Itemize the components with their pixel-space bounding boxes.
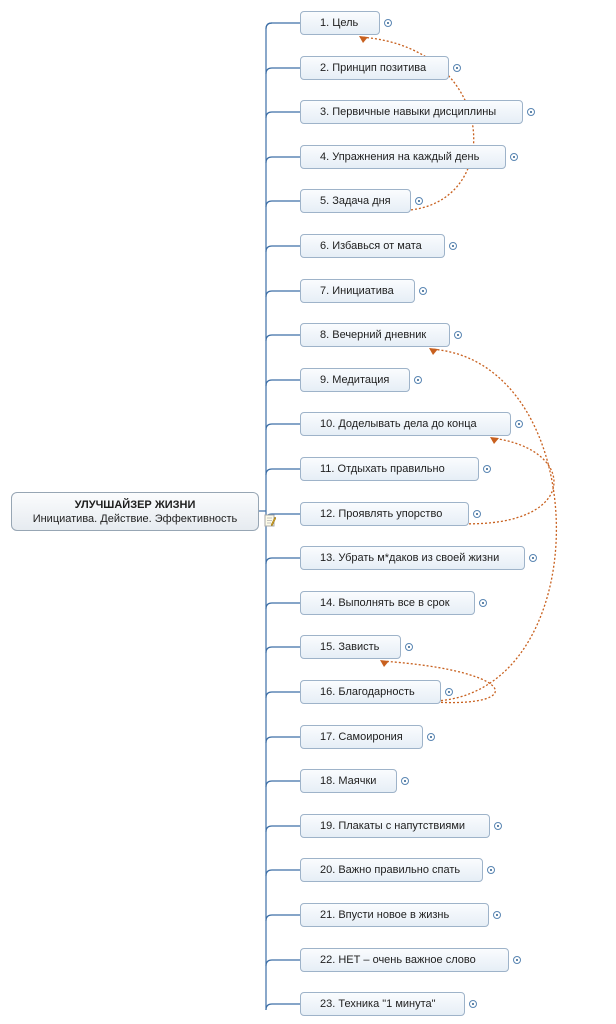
branch-line (265, 111, 300, 119)
relationship-arrow (420, 348, 557, 702)
branch-line (265, 1003, 300, 1011)
branch-line (265, 914, 300, 922)
branch-line (265, 468, 300, 476)
relationship-arrow (380, 660, 496, 704)
expand-12-icon[interactable] (473, 510, 481, 518)
subtopic-6[interactable]: 6. Избавься от мата (300, 234, 445, 258)
branch-line (265, 825, 300, 833)
expand-1-icon[interactable] (384, 19, 392, 27)
expand-5-icon[interactable] (415, 197, 423, 205)
branch-line (265, 869, 300, 877)
subtopic-1[interactable]: 1. Цель (300, 11, 380, 35)
subtopic-20[interactable]: 20. Важно правильно спать (300, 858, 483, 882)
expand-9-icon[interactable] (414, 376, 422, 384)
expand-13-icon[interactable] (529, 554, 537, 562)
subtopic-19[interactable]: 19. Плакаты с напутствиями (300, 814, 490, 838)
relationship-arrowhead (490, 437, 499, 444)
branch-line (265, 646, 300, 654)
expand-15-icon[interactable] (405, 643, 413, 651)
subtopic-15[interactable]: 15. Зависть (300, 635, 401, 659)
branch-line (265, 423, 300, 431)
expand-18-icon[interactable] (401, 777, 409, 785)
subtopic-13[interactable]: 13. Убрать м*даков из своей жизни (300, 546, 525, 570)
expand-22-icon[interactable] (513, 956, 521, 964)
subtopic-9[interactable]: 9. Медитация (300, 368, 410, 392)
relationship-arrowhead (429, 348, 438, 355)
relationship-arrow (448, 437, 555, 525)
expand-20-icon[interactable] (487, 866, 495, 874)
expand-11-icon[interactable] (483, 465, 491, 473)
branch-line (265, 780, 300, 788)
expand-16-icon[interactable] (445, 688, 453, 696)
subtopic-14[interactable]: 14. Выполнять все в срок (300, 591, 475, 615)
subtopic-2[interactable]: 2. Принцип позитива (300, 56, 449, 80)
branch-line (265, 379, 300, 387)
expand-2-icon[interactable] (453, 64, 461, 72)
branch-line (265, 200, 300, 208)
subtopic-22[interactable]: 22. НЕТ – очень важное слово (300, 948, 509, 972)
relationship-arrows (359, 36, 557, 704)
note-icon[interactable] (264, 514, 276, 527)
subtopic-10[interactable]: 10. Доделывать дела до конца (300, 412, 511, 436)
expand-7-icon[interactable] (419, 287, 427, 295)
subtopic-5[interactable]: 5. Задача дня (300, 189, 411, 213)
relationship-arrowhead (359, 36, 368, 43)
expand-4-icon[interactable] (510, 153, 518, 161)
relationship-arrowhead (380, 660, 389, 667)
subtopic-4[interactable]: 4. Упражнения на каждый день (300, 145, 506, 169)
subtopic-23[interactable]: 23. Техника "1 минута" (300, 992, 465, 1016)
branch-line (265, 67, 300, 75)
branch-line (265, 959, 300, 967)
expand-14-icon[interactable] (479, 599, 487, 607)
expand-19-icon[interactable] (494, 822, 502, 830)
expand-3-icon[interactable] (527, 108, 535, 116)
branch-trunk (265, 22, 273, 1010)
branch-line (265, 602, 300, 610)
subtopic-17[interactable]: 17. Самоирония (300, 725, 423, 749)
expand-21-icon[interactable] (493, 911, 501, 919)
subtopic-11[interactable]: 11. Отдыхать правильно (300, 457, 479, 481)
branch-line (265, 290, 300, 298)
branch-line (265, 156, 300, 164)
central-topic-title: УЛУЧШАЙЗЕР ЖИЗНИ (74, 498, 196, 511)
branch-line (265, 22, 300, 30)
subtopic-7[interactable]: 7. Инициатива (300, 279, 415, 303)
branch-line (265, 736, 300, 744)
expand-6-icon[interactable] (449, 242, 457, 250)
central-topic-subtitle: Инициатива. Действие. Эффективность (32, 512, 238, 525)
branch-line (265, 557, 300, 565)
branch-line (265, 691, 300, 699)
subtopic-3[interactable]: 3. Первичные навыки дисциплины (300, 100, 523, 124)
subtopic-18[interactable]: 18. Маячки (300, 769, 397, 793)
expand-17-icon[interactable] (427, 733, 435, 741)
central-topic[interactable]: УЛУЧШАЙЗЕР ЖИЗНИ Инициатива. Действие. Э… (11, 492, 259, 531)
branch-line (265, 245, 300, 253)
relationship-arrow (359, 36, 475, 211)
expand-8-icon[interactable] (454, 331, 462, 339)
expand-10-icon[interactable] (515, 420, 523, 428)
branch-line (265, 334, 300, 342)
subtopic-16[interactable]: 16. Благодарность (300, 680, 441, 704)
expand-23-icon[interactable] (469, 1000, 477, 1008)
subtopic-12[interactable]: 12. Проявлять упорство (300, 502, 469, 526)
subtopic-21[interactable]: 21. Впусти новое в жизнь (300, 903, 489, 927)
subtopic-8[interactable]: 8. Вечерний дневник (300, 323, 450, 347)
